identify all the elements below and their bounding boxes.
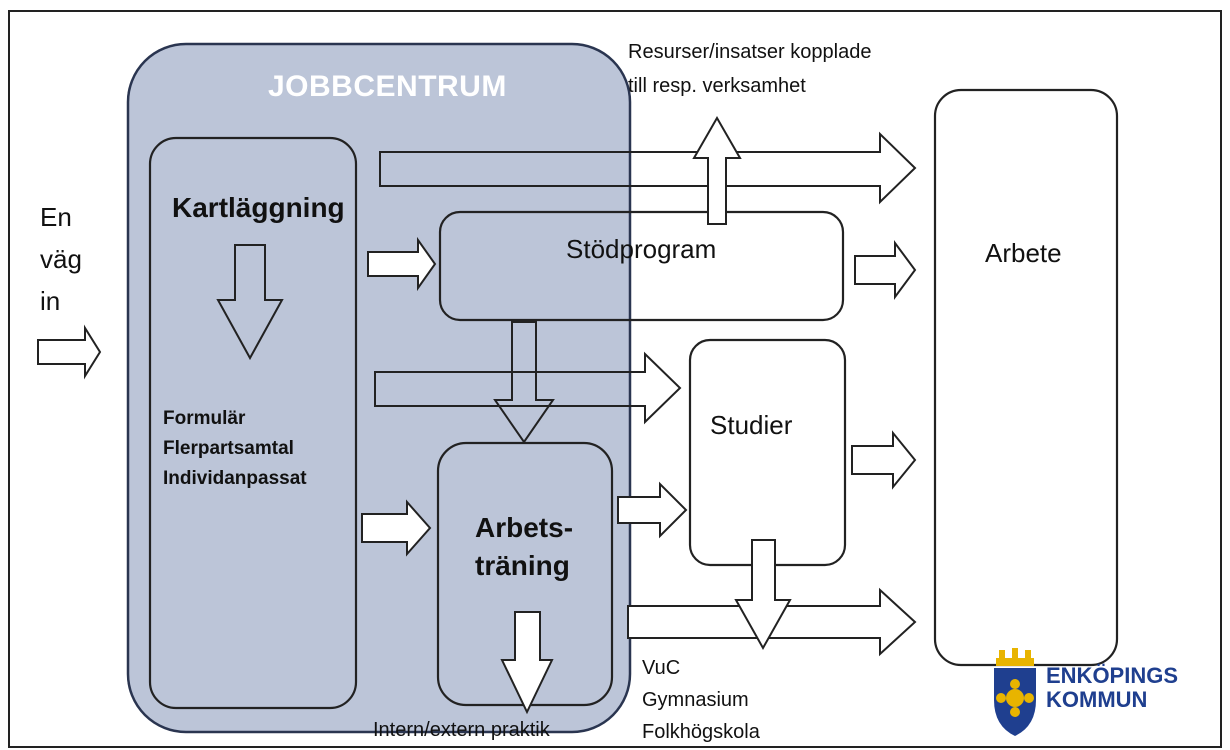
stodprogram-label: Stödprogram [566, 234, 717, 264]
stodprogram-box [438, 210, 845, 322]
entry-text-line2: väg [40, 244, 82, 274]
arrow-studier-down [734, 539, 792, 651]
kartlaggning-item: Formulär [163, 408, 246, 429]
arrow-stodprogram-to-arbete [854, 239, 917, 301]
arrow-studier-to-arbete [851, 430, 917, 490]
arrow-entry [37, 324, 102, 380]
arrow-arbetstraning-to-studier [617, 481, 688, 539]
arbetstraning-line2: träning [475, 550, 570, 581]
kartlaggning-item: Flerpartsamtal [163, 438, 294, 459]
entry-text-line3: in [40, 286, 61, 316]
resurser-note-line2: till resp. verksamhet [628, 75, 806, 97]
praktik-note: Intern/extern praktik [373, 719, 550, 741]
arrow-top-to-arbete [379, 131, 917, 205]
studier-option: Gymnasium [642, 689, 749, 711]
studier-box [688, 338, 847, 567]
studier-option: Folkhögskola [642, 721, 760, 743]
diagram-frame [8, 10, 1222, 748]
arbete-box [933, 88, 1119, 667]
kartlaggning-title: Kartläggning [172, 192, 345, 223]
arrow-kartlaggning-down [216, 244, 284, 361]
arrow-to-arbetstraning [361, 499, 432, 557]
studier-label: Studier [710, 410, 793, 440]
arbetstraning-line1: Arbets- [475, 512, 574, 543]
kartlaggning-box [148, 136, 358, 710]
arrow-to-stodprogram [367, 236, 437, 292]
arrow-resurser-up [692, 115, 742, 225]
kartlaggning-item: Individanpassat [163, 468, 307, 489]
logo-text-line1: ENKÖPINGS [1046, 663, 1179, 688]
logo-text-line2: KOMMUN [1046, 687, 1148, 712]
entry-text-line1: En [40, 202, 72, 232]
arrow-arbetstraning-down [500, 611, 554, 715]
kommun-shield-icon [994, 648, 1036, 736]
arrow-to-studier [374, 351, 682, 425]
studier-option: VuC [642, 657, 681, 679]
arrow-stodprogram-down [493, 321, 555, 444]
arbete-label: Arbete [985, 238, 1062, 268]
jobbcentrum-title: JOBBCENTRUM [268, 70, 507, 103]
resurser-note-line1: Resurser/insatser kopplade [628, 41, 872, 63]
